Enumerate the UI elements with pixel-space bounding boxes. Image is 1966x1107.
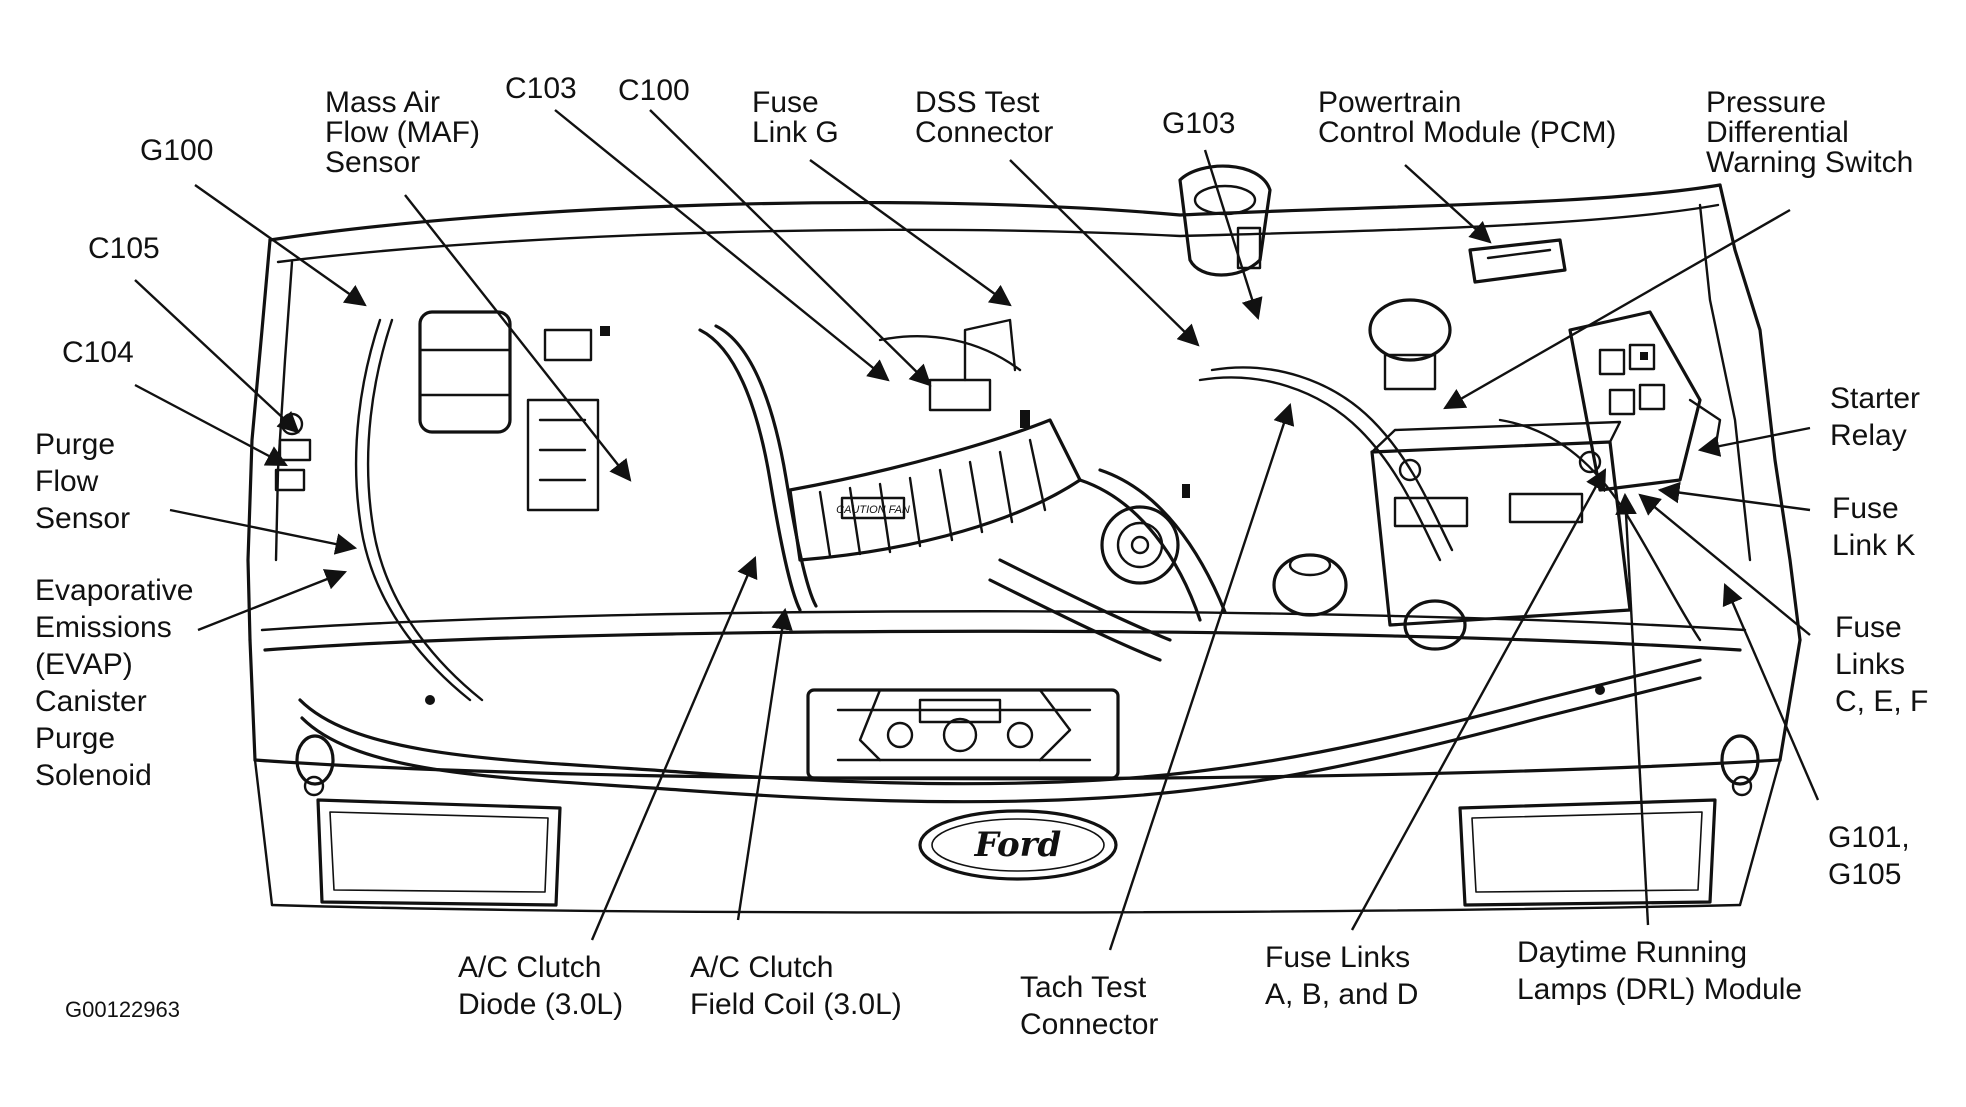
label-c103: C103	[505, 72, 577, 105]
leader-c100	[649, 109, 932, 387]
label-maf: Mass Air Flow (MAF) Sensor	[325, 86, 488, 179]
leader-maf	[404, 194, 632, 482]
label-fuse-g: Fuse Link G	[752, 86, 839, 149]
alternator	[1100, 505, 1180, 585]
leader-fuse-g	[809, 159, 1012, 307]
hose-text: CAUTION FAN	[836, 504, 910, 516]
ford-emblem: Ford	[918, 809, 1118, 881]
label-dss: DSS Test Connector	[915, 86, 1053, 149]
leader-fuse-abd	[1350, 468, 1607, 931]
label-tach: Tach Test Connector	[1020, 971, 1158, 1041]
leader-pcm	[1404, 164, 1492, 244]
air-intake-tube: CAUTION FAN	[788, 418, 1082, 562]
firewall-components	[543, 298, 1452, 412]
label-c104: C104	[62, 336, 134, 369]
wiring-harness	[298, 318, 1702, 804]
left-side-connectors	[274, 412, 335, 797]
label-evap: Evaporative Emissions (EVAP) Canister Pu…	[35, 574, 202, 792]
leader-dss	[1009, 159, 1200, 347]
label-g101: G101, G105	[1828, 821, 1918, 891]
leader-tach	[1108, 402, 1295, 951]
headlamp-left	[316, 798, 562, 907]
leader-c104	[134, 383, 288, 467]
right-side-connectors	[1688, 398, 1760, 797]
label-pdws: Pressure Differential Warning Switch	[1706, 86, 1913, 179]
callout-leader-lines	[134, 109, 1820, 951]
hood-latch-panel	[806, 688, 1120, 780]
brake-master-cylinder	[1178, 164, 1272, 277]
leader-pdws	[1443, 208, 1791, 410]
emblem-text: Ford	[974, 825, 1062, 865]
leader-g103	[1203, 149, 1263, 321]
leader-ac-diode	[590, 556, 758, 941]
label-c105: C105	[88, 232, 160, 265]
leader-fuse-cef	[1638, 493, 1811, 636]
label-drl: Daytime Running Lamps (DRL) Module	[1517, 936, 1802, 1006]
maf-housing	[418, 310, 600, 512]
leader-g100	[194, 184, 367, 307]
headlamp-right	[1458, 798, 1717, 907]
label-fuse-k: Fuse Link K	[1832, 492, 1915, 562]
label-fuse-cef: Fuse Links C, E, F	[1835, 611, 1928, 718]
label-starter: Starter Relay	[1830, 382, 1928, 452]
leader-ac-coil	[736, 607, 793, 921]
callout-labels: G100 Mass Air Flow (MAF) Sensor C103 C10…	[35, 72, 1928, 1041]
radiator-hoses	[988, 468, 1227, 662]
leader-purge-flow	[169, 508, 358, 555]
pcm-module	[1468, 238, 1567, 284]
leader-starter	[1697, 426, 1811, 457]
coolant-reservoir	[1272, 553, 1467, 651]
label-purge-flow: Purge Flow Sensor	[35, 428, 130, 535]
leader-drl	[1615, 492, 1650, 926]
leader-c105	[134, 279, 300, 434]
leader-c103	[554, 109, 890, 382]
label-g100: G100	[140, 134, 213, 167]
power-distribution-box	[1568, 310, 1702, 492]
leader-g101	[1722, 583, 1820, 801]
label-pcm: Powertrain Control Module (PCM)	[1318, 86, 1616, 149]
figure-code: G00122963	[65, 997, 180, 1022]
leader-fuse-k	[1657, 481, 1811, 512]
label-c100: C100	[618, 74, 690, 107]
radiator-support	[248, 610, 1802, 914]
label-ac-diode: A/C Clutch Diode (3.0L)	[458, 951, 623, 1021]
battery	[1370, 420, 1632, 627]
leader-evap	[197, 569, 348, 632]
label-fuse-abd: Fuse Links A, B, and D	[1265, 941, 1418, 1011]
label-ac-coil: A/C Clutch Field Coil (3.0L)	[690, 951, 902, 1021]
detail-fills	[425, 326, 1648, 705]
label-g103: G103	[1162, 107, 1235, 140]
